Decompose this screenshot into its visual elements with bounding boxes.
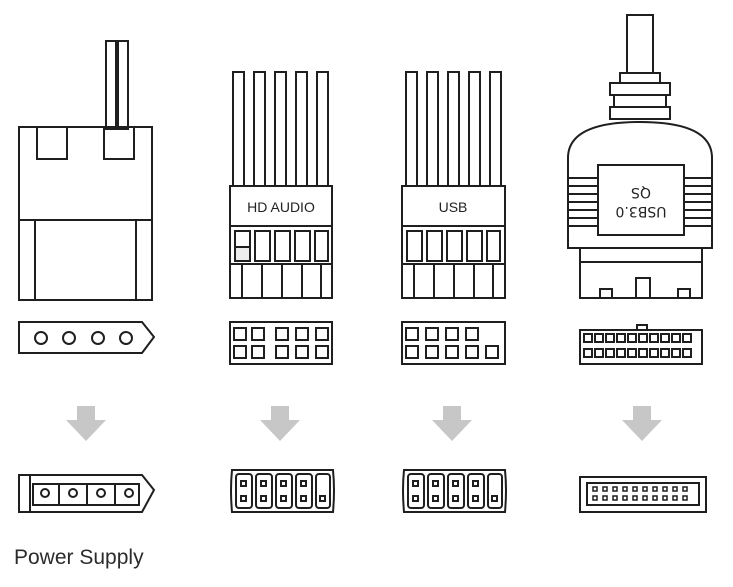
usb-face	[401, 321, 506, 365]
usb-arrow	[432, 406, 472, 441]
molex-plug	[18, 40, 153, 301]
molex-header	[18, 474, 156, 513]
usb3-header	[579, 476, 707, 513]
hd-audio-header	[230, 469, 335, 513]
hd-audio-arrow	[260, 406, 300, 441]
usb-contacts	[406, 230, 501, 298]
usb-label: USB	[439, 199, 468, 215]
usb3-face	[579, 324, 703, 365]
power-supply-caption: Power Supply	[14, 546, 144, 569]
usb3-label-line2: QS	[631, 184, 651, 200]
molex-arrow	[66, 406, 106, 441]
usb-header	[402, 469, 507, 513]
molex-face	[18, 321, 156, 354]
usb3-plug: USB3.0 QS	[567, 14, 713, 299]
usb3-arrow	[622, 406, 662, 441]
hd-audio-contacts	[234, 230, 329, 298]
hd-audio-plug: HD AUDIO	[229, 71, 333, 299]
hd-audio-wires	[232, 71, 329, 187]
hd-audio-label: HD AUDIO	[247, 199, 315, 215]
usb-plug: USB	[401, 71, 506, 299]
hd-audio-face	[229, 321, 333, 365]
usb-wires	[405, 71, 502, 187]
usb3-label-line1: USB3.0	[615, 203, 666, 219]
